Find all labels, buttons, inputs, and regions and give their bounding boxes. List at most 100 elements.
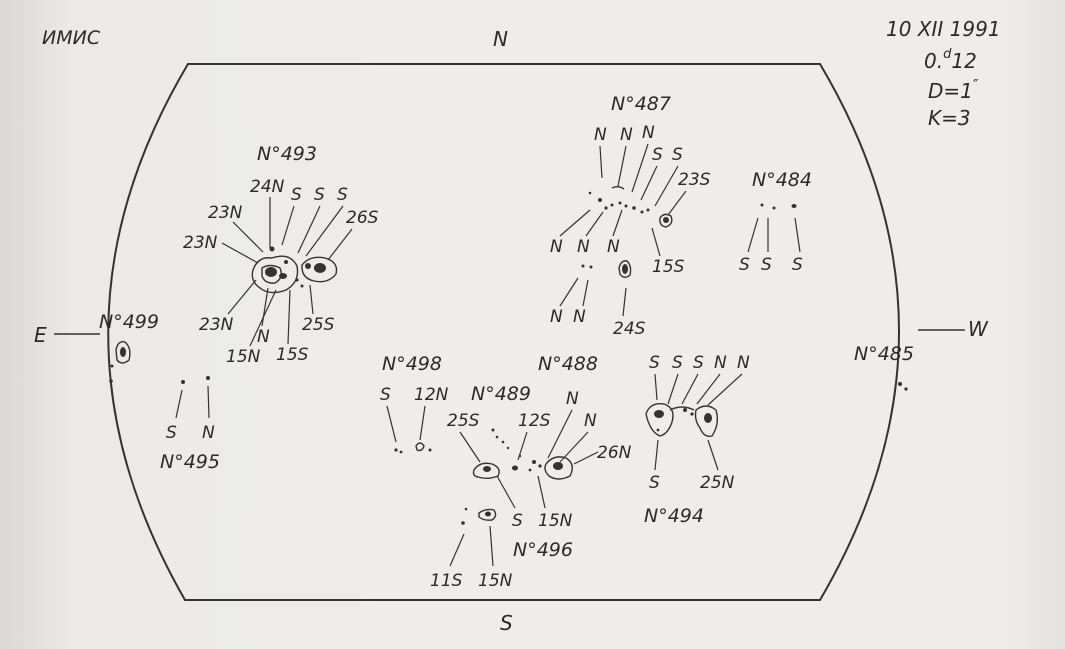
south-label: S <box>500 611 513 635</box>
g494-label-s2: S <box>672 353 683 373</box>
g493-pointer-lines <box>221 197 353 347</box>
g487-label-n8: N <box>573 307 586 327</box>
east-label: E <box>34 323 47 347</box>
group-489: N°489 25S 12S S <box>447 383 551 531</box>
g487-spots <box>581 186 673 278</box>
g488-spot-main <box>544 456 573 480</box>
g493-label-s3: S <box>337 185 348 205</box>
g493-label-25s: 25S <box>302 315 335 335</box>
g489-dot-1 <box>491 428 495 432</box>
g493-label-n: N <box>257 327 270 347</box>
g489-spot-main <box>472 462 500 479</box>
g485-spot-2 <box>904 387 908 391</box>
g494-label-s-low: S <box>649 473 660 493</box>
diameter-sup: ″ <box>973 76 979 94</box>
group-484: N°484 S S S <box>739 169 812 275</box>
g498-pointer-lines <box>386 405 426 443</box>
group-498: N°498 S 12N <box>380 353 449 454</box>
group-494-number: N°494 <box>644 505 704 527</box>
g489-umbra <box>483 466 491 472</box>
group-495-number: N°495 <box>160 451 220 473</box>
g494-label-s1: S <box>649 353 660 373</box>
group-485-number: N°485 <box>854 343 914 365</box>
g488-label-n2: N <box>584 411 597 431</box>
time-sup: d <box>943 47 952 62</box>
g484-spot-1 <box>760 203 764 207</box>
g499-spot-small-2 <box>109 379 113 383</box>
g488-umbra <box>553 462 563 470</box>
time-base: 0. <box>924 49 943 73</box>
group-498-number: N°498 <box>382 353 442 375</box>
g487-label-15s: 15S <box>652 257 685 277</box>
g498-spot-2 <box>399 450 403 454</box>
k-value-label: K=3 <box>928 106 971 130</box>
g499-spot-main <box>115 340 131 364</box>
g487-label-n3: N <box>642 123 655 143</box>
g496-spot-small-2 <box>464 507 468 511</box>
g487-label-n1: N <box>594 125 607 145</box>
g494-pointer-lines <box>654 373 743 471</box>
g493-label-23n-low: 23N <box>199 315 234 335</box>
group-493: N°493 24N S S S 23N 26S 23N 23N N 15N 15… <box>183 143 379 367</box>
g496-umbra <box>485 511 491 517</box>
diameter-base: D=1 <box>928 79 973 103</box>
g484-label-s3: S <box>792 255 803 275</box>
g499-spot-small-1 <box>110 364 114 368</box>
g493-label-15n: 15N <box>226 347 261 367</box>
g496-label-15n: 15N <box>478 571 513 591</box>
g487-label-n2: N <box>620 125 633 145</box>
g487-label-n7: N <box>550 307 563 327</box>
g494-label-n2: N <box>737 353 750 373</box>
group-495: S N N°495 <box>160 376 220 473</box>
date-label: 10 XII 1991 <box>886 17 1001 41</box>
group-485: N°485 <box>854 343 914 391</box>
g488-label-n1: N <box>566 389 579 409</box>
g489-label-25s: 25S <box>447 411 480 431</box>
g494-label-s3: S <box>693 353 704 373</box>
g484-label-s2: S <box>761 255 772 275</box>
g498-label-s: S <box>380 385 391 405</box>
g493-label-15s: 15S <box>276 345 309 365</box>
g496-pointer-lines <box>449 525 494 567</box>
g485-spot-1 <box>898 382 902 386</box>
g498-spot-3 <box>415 442 425 452</box>
g493-label-s1: S <box>291 185 302 205</box>
g493-label-23n-top: 23N <box>208 203 243 223</box>
g489-dot-4 <box>506 446 510 450</box>
group-488: N°488 N N 26N 15N <box>528 353 632 531</box>
diameter-label: D=1″ <box>928 76 979 103</box>
g489-dot-5 <box>518 454 522 458</box>
g487-label-s2: S <box>672 145 683 165</box>
g494-spots <box>645 403 719 438</box>
g493-label-26s: 26S <box>346 208 379 228</box>
group-493-number: N°493 <box>257 143 317 165</box>
group-487: N°487 N N N S S 23S N N N 15S N N 24S <box>550 93 711 339</box>
group-499: N°499 <box>99 311 159 383</box>
g487-label-n4: N <box>550 237 563 257</box>
g488-label-26n: 26N <box>597 443 632 463</box>
g493-spots <box>251 246 338 294</box>
g495-label-n: N <box>202 423 215 443</box>
group-499-number: N°499 <box>99 311 159 333</box>
g496-spot-small-1 <box>461 521 465 525</box>
g489-label-12s: 12S <box>518 411 551 431</box>
g487-label-n5: N <box>577 237 590 257</box>
g493-label-23n-mid: 23N <box>183 233 218 253</box>
g493-label-s2: S <box>314 185 325 205</box>
g487-pointer-lines <box>559 143 687 317</box>
g488-label-15n: 15N <box>538 511 573 531</box>
g487-label-24s: 24S <box>613 319 646 339</box>
g489-dot-2 <box>495 435 499 439</box>
group-494: S S S N N S 25N N°494 <box>644 353 750 527</box>
g498-spot-4 <box>428 448 432 452</box>
g488-spot-small-2 <box>538 464 542 468</box>
g487-label-s1: S <box>652 145 663 165</box>
g495-spot-s <box>181 380 185 384</box>
g498-spot-1 <box>394 448 398 452</box>
g488-spot-small-3 <box>528 468 532 472</box>
g499-umbra <box>120 347 126 357</box>
g495-pointer-lines <box>175 385 210 419</box>
g484-spot-3 <box>791 204 797 208</box>
time-label: 0.d12 <box>924 47 977 73</box>
